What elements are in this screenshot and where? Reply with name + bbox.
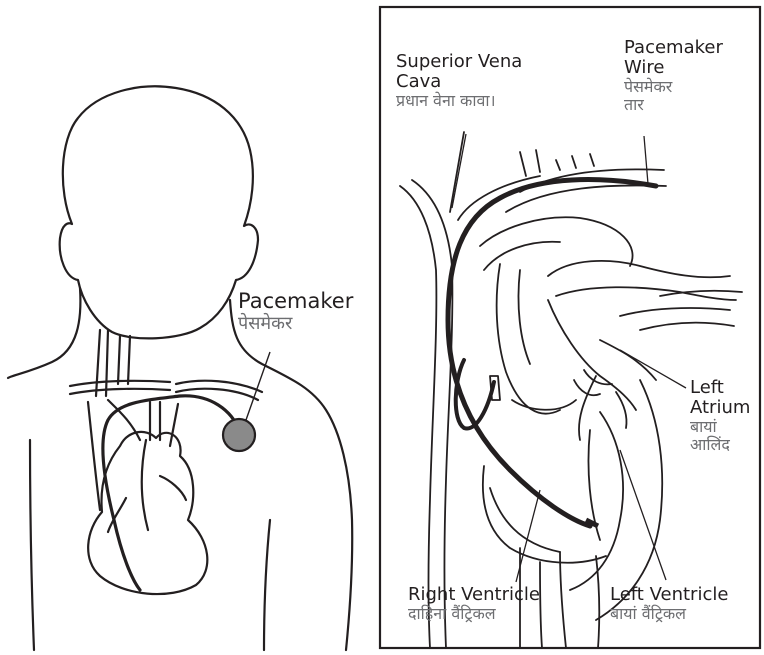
left-ventricle-label: Left Ventricle बायां वैंट्रिकल bbox=[610, 585, 728, 623]
left-ventricle-label-en: Left Ventricle bbox=[610, 585, 728, 605]
superior-vena-cava-label-en-1: Superior Vena bbox=[396, 52, 522, 72]
superior-vena-cava-label: Superior Vena Cava प्रधान वेना कावा। bbox=[396, 52, 522, 110]
superior-vena-cava-label-en-2: Cava bbox=[396, 72, 522, 92]
pacemaker-label-hi: पेसमेकर bbox=[238, 314, 353, 334]
left-atrium-label: Left Atrium बायां आलिंद bbox=[690, 378, 750, 454]
left-ventricle-label-hi: बायां वैंट्रिकल bbox=[610, 605, 728, 623]
pacemaker-label: Pacemaker पेसमेकर bbox=[238, 290, 353, 334]
pacemaker-wire-label-hi-1: पेसमेकर bbox=[624, 78, 723, 96]
right-ventricle-label: Right Ventricle दाहिना वैंट्रिकल bbox=[408, 585, 540, 623]
right-ventricle-label-en: Right Ventricle bbox=[408, 585, 540, 605]
superior-vena-cava-label-hi: प्रधान वेना कावा। bbox=[396, 92, 522, 110]
left-atrium-label-hi-2: आलिंद bbox=[690, 436, 750, 454]
left-atrium-label-hi-1: बायां bbox=[690, 418, 750, 436]
pacemaker-wire-label-en-1: Pacemaker bbox=[624, 38, 723, 58]
left-atrium-label-en-1: Left bbox=[690, 378, 750, 398]
pacemaker-wire-label: Pacemaker Wire पेसमेकर तार bbox=[624, 38, 723, 114]
pacemaker-wire-label-hi-2: तार bbox=[624, 96, 723, 114]
pacemaker-label-en: Pacemaker bbox=[238, 290, 353, 314]
right-ventricle-label-hi: दाहिना वैंट्रिकल bbox=[408, 605, 540, 623]
pacemaker-wire-label-en-2: Wire bbox=[624, 58, 723, 78]
left-atrium-label-en-2: Atrium bbox=[690, 398, 750, 418]
